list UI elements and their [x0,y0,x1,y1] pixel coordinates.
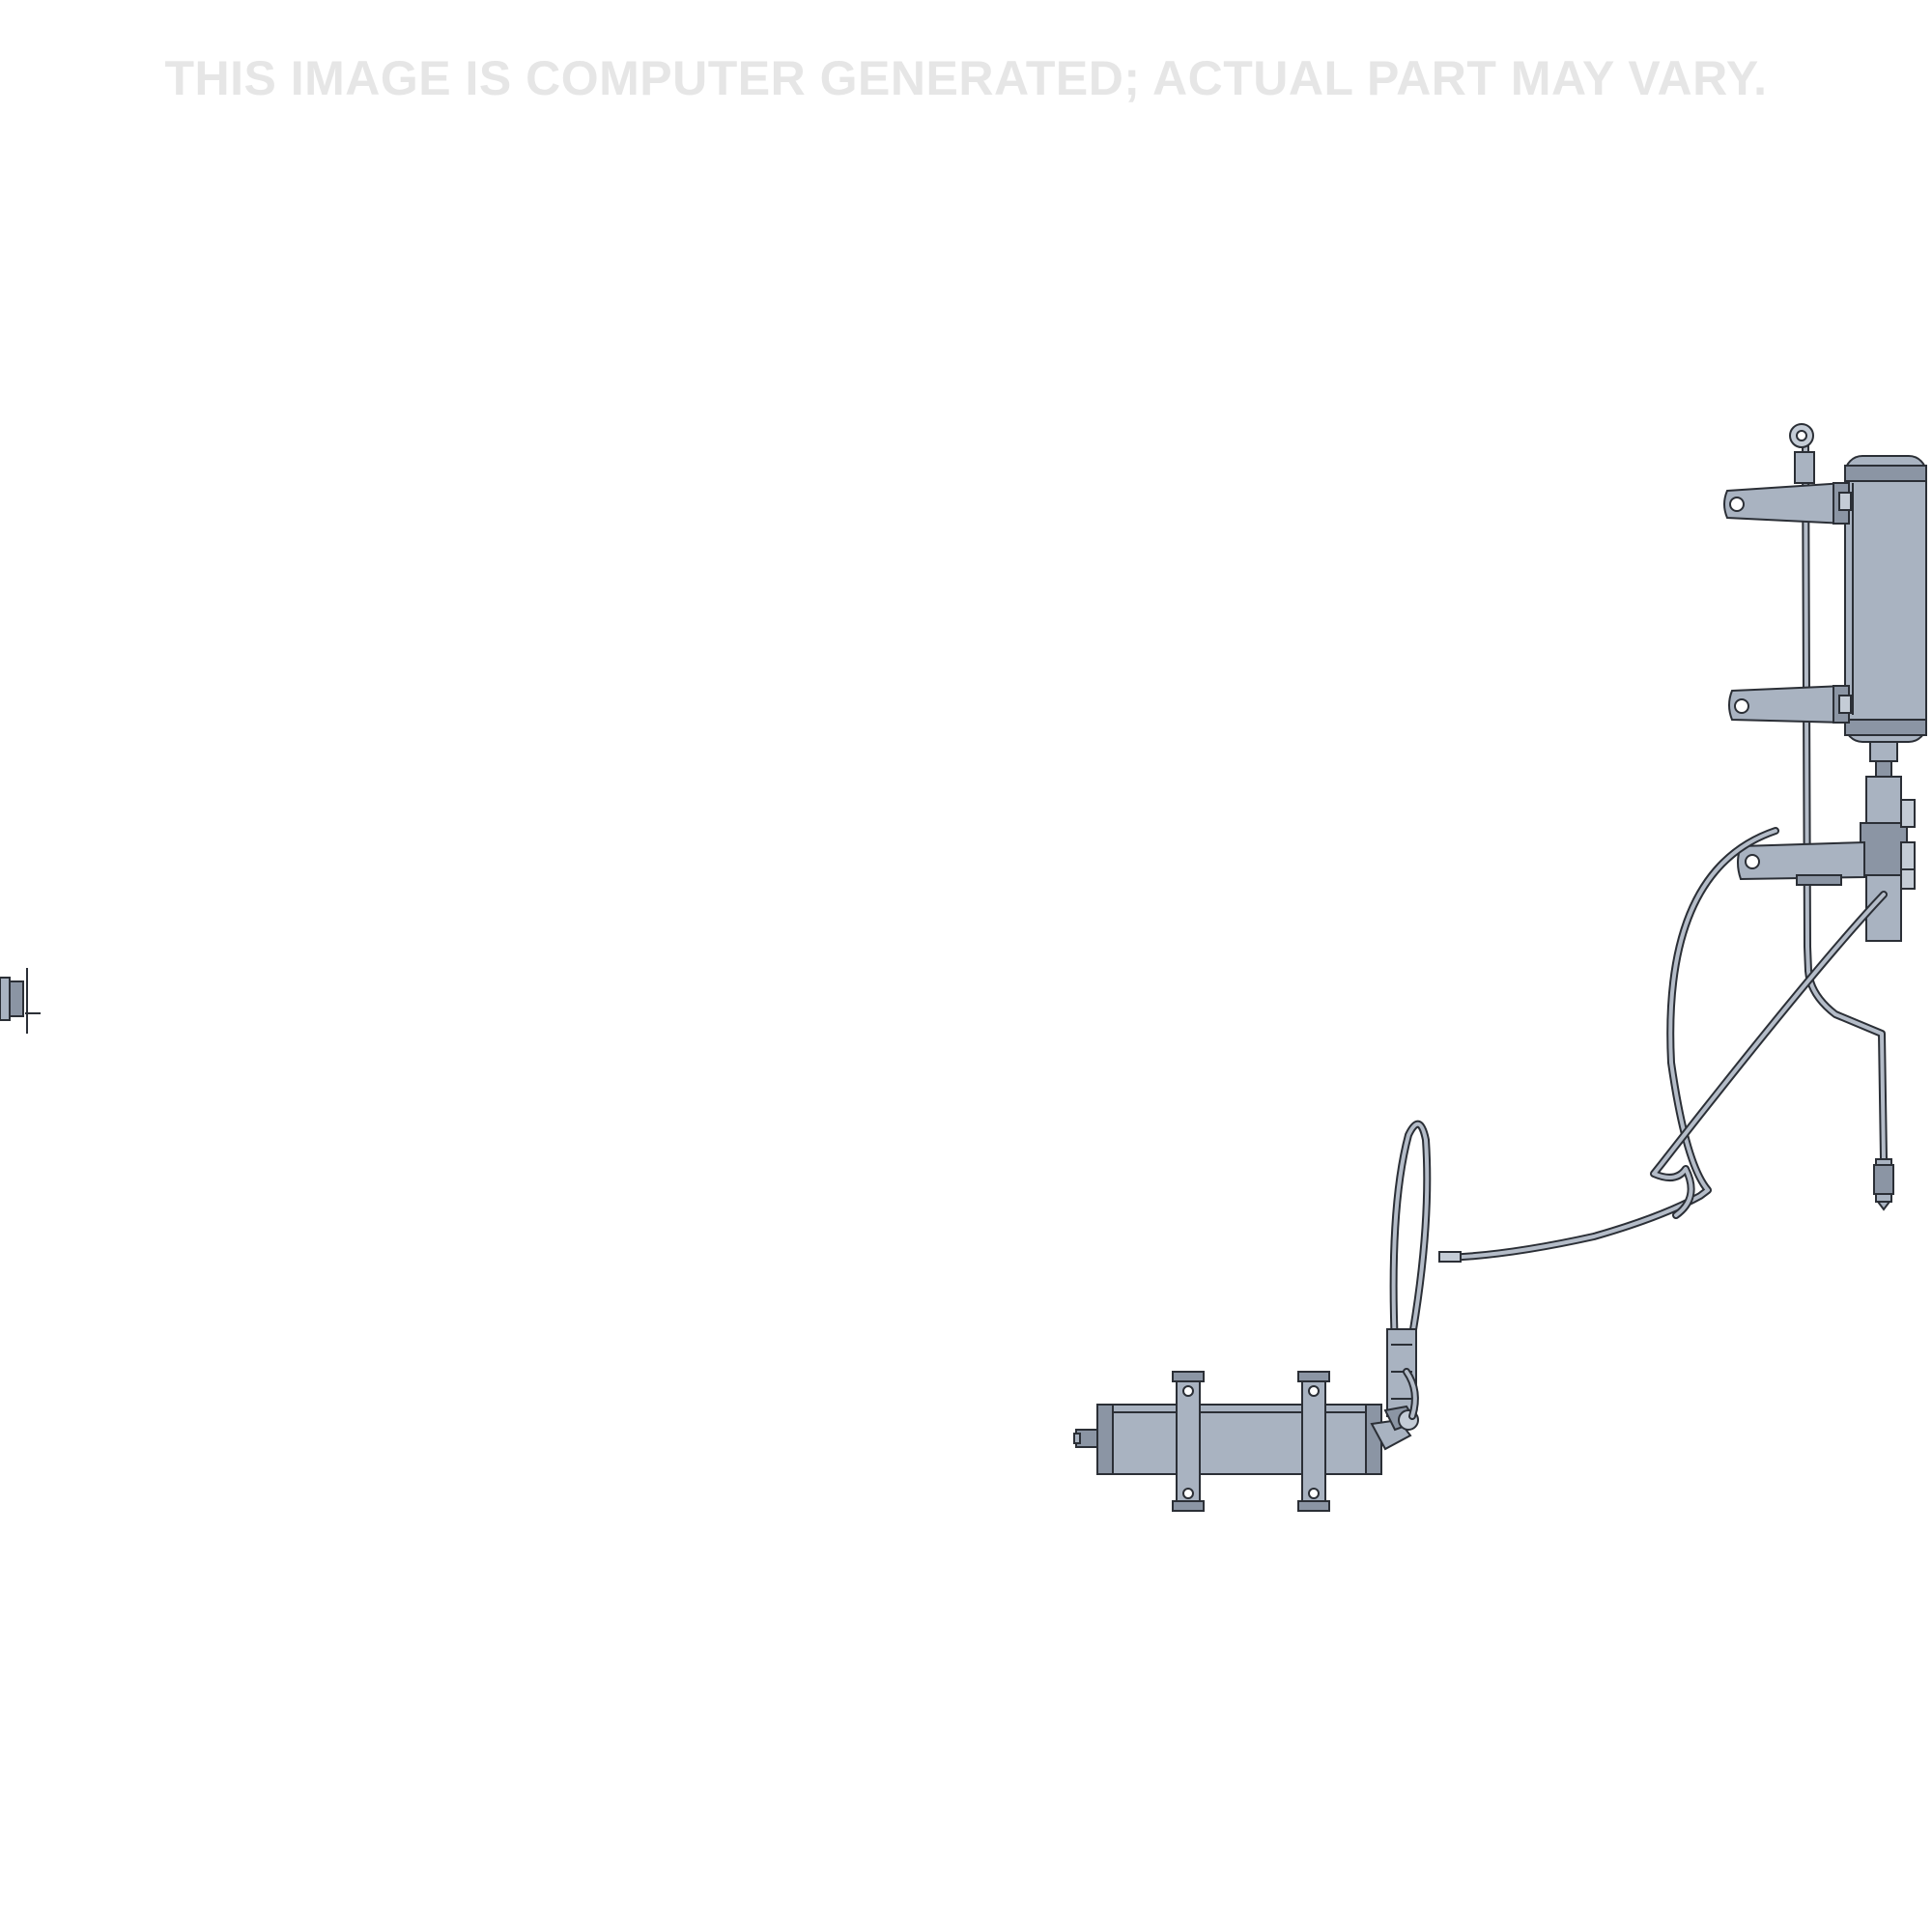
valve-assembly [1737,776,1916,942]
edge-fitting [0,968,41,1034]
lower-air-tank [1073,1404,1382,1475]
upper-air-tank [1844,455,1927,778]
tank-bracket-bottom [1728,684,1852,724]
lower-elbow-fittings [1370,1368,1419,1451]
vertical-air-tube [1789,423,1888,1163]
drop-tube-fitting [1873,1158,1894,1211]
lower-loop-hose [1385,1120,1432,1432]
tank-bracket-top [1723,481,1852,526]
disclaimer-watermark: THIS IMAGE IS COMPUTER GENERATED; ACTUAL… [164,51,1768,105]
supply-hose [1438,827,1888,1263]
lower-tank-strap-left [1172,1371,1205,1512]
lower-tank-strap-right [1297,1371,1330,1512]
